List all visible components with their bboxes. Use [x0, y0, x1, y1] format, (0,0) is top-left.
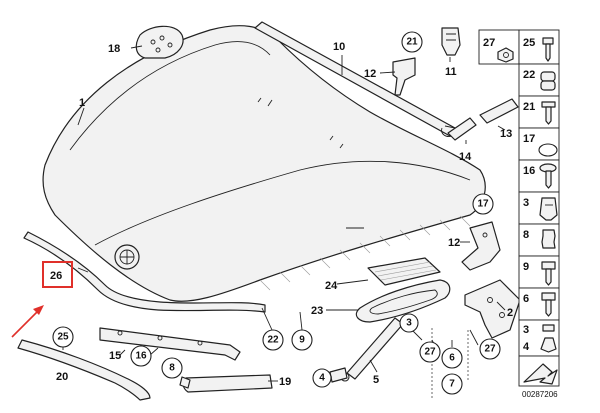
- cap-icon: [538, 143, 558, 157]
- part-18-bracket: [135, 25, 184, 59]
- part-14-strip: [447, 117, 477, 141]
- part-12-bracket-top: [392, 57, 416, 96]
- document-id: 00287206: [522, 390, 558, 399]
- label-24: 24: [325, 280, 338, 292]
- label-19: 19: [279, 376, 291, 388]
- bolt-icon-9: [541, 261, 556, 286]
- table-label-21: 21: [523, 101, 535, 113]
- screw-icon-16: [539, 163, 557, 189]
- part-13-strip: [479, 98, 519, 124]
- part-26-seal: [23, 231, 266, 313]
- label-23: 23: [311, 305, 323, 317]
- hinge-lower: [464, 279, 521, 339]
- hood: [42, 25, 486, 302]
- label-12-hinge: 12: [448, 237, 460, 249]
- label-14: 14: [459, 151, 472, 163]
- label-3: 3: [406, 318, 412, 329]
- bolt-icon-25: [542, 37, 554, 62]
- table-label-3: 3: [523, 197, 529, 209]
- label-27-a: 27: [424, 347, 436, 358]
- parts-table: [478, 29, 560, 387]
- table-label-3b: 3: [523, 324, 529, 336]
- table-label-16: 16: [523, 165, 535, 177]
- part-19-strip: [182, 374, 273, 393]
- table-label-25: 25: [523, 37, 535, 49]
- table-label-4: 4: [523, 341, 530, 353]
- grommet-icon: [540, 71, 556, 91]
- view-arrow-icon: [523, 363, 558, 385]
- label-27-b: 27: [484, 344, 496, 355]
- hinge-upper: [461, 221, 501, 271]
- label-11: 11: [445, 66, 457, 78]
- part-20-strip: [17, 339, 151, 401]
- label-21-top: 21: [406, 37, 418, 48]
- label-4: 4: [319, 373, 325, 384]
- table-label-22: 22: [523, 69, 535, 81]
- label-7: 7: [449, 379, 455, 390]
- table-label-17: 17: [523, 133, 535, 145]
- label-1: 1: [79, 97, 85, 109]
- bolt-icon-6: [541, 292, 556, 317]
- emblem: [114, 244, 140, 270]
- table-label-9: 9: [523, 261, 529, 273]
- label-26: 26: [50, 270, 62, 282]
- label-5: 5: [373, 374, 379, 386]
- label-25-left: 25: [57, 332, 69, 343]
- screw-icon-21: [541, 101, 556, 125]
- highlight-box-26: [42, 261, 73, 288]
- part-11-clip: [441, 27, 461, 56]
- part-8-clip: [179, 376, 191, 389]
- label-10: 10: [333, 41, 345, 53]
- label-9: 9: [299, 335, 305, 346]
- label-20: 20: [56, 371, 68, 383]
- table-label-27: 27: [483, 37, 495, 49]
- part-23-frame: [355, 279, 451, 323]
- label-6: 6: [449, 353, 455, 364]
- label-15: 15: [109, 350, 121, 362]
- clip-icon: [539, 197, 558, 221]
- label-13: 13: [500, 128, 512, 140]
- label-8-bottom: 8: [169, 363, 175, 374]
- part-15-bracket: [99, 327, 241, 361]
- label-12-top: 12: [364, 68, 376, 80]
- part-24-grille: [367, 257, 441, 286]
- label-17-main: 17: [477, 199, 489, 210]
- label-2: 2: [507, 307, 513, 319]
- label-18: 18: [108, 43, 120, 55]
- label-16: 16: [135, 351, 147, 362]
- nut-icon: [497, 47, 514, 63]
- table-label-6: 6: [523, 293, 529, 305]
- screw-icon-34: [540, 324, 557, 353]
- spring-clip-icon: [541, 229, 556, 249]
- highlight-arrow: [11, 305, 44, 338]
- table-label-8: 8: [523, 229, 529, 241]
- label-22: 22: [267, 335, 279, 346]
